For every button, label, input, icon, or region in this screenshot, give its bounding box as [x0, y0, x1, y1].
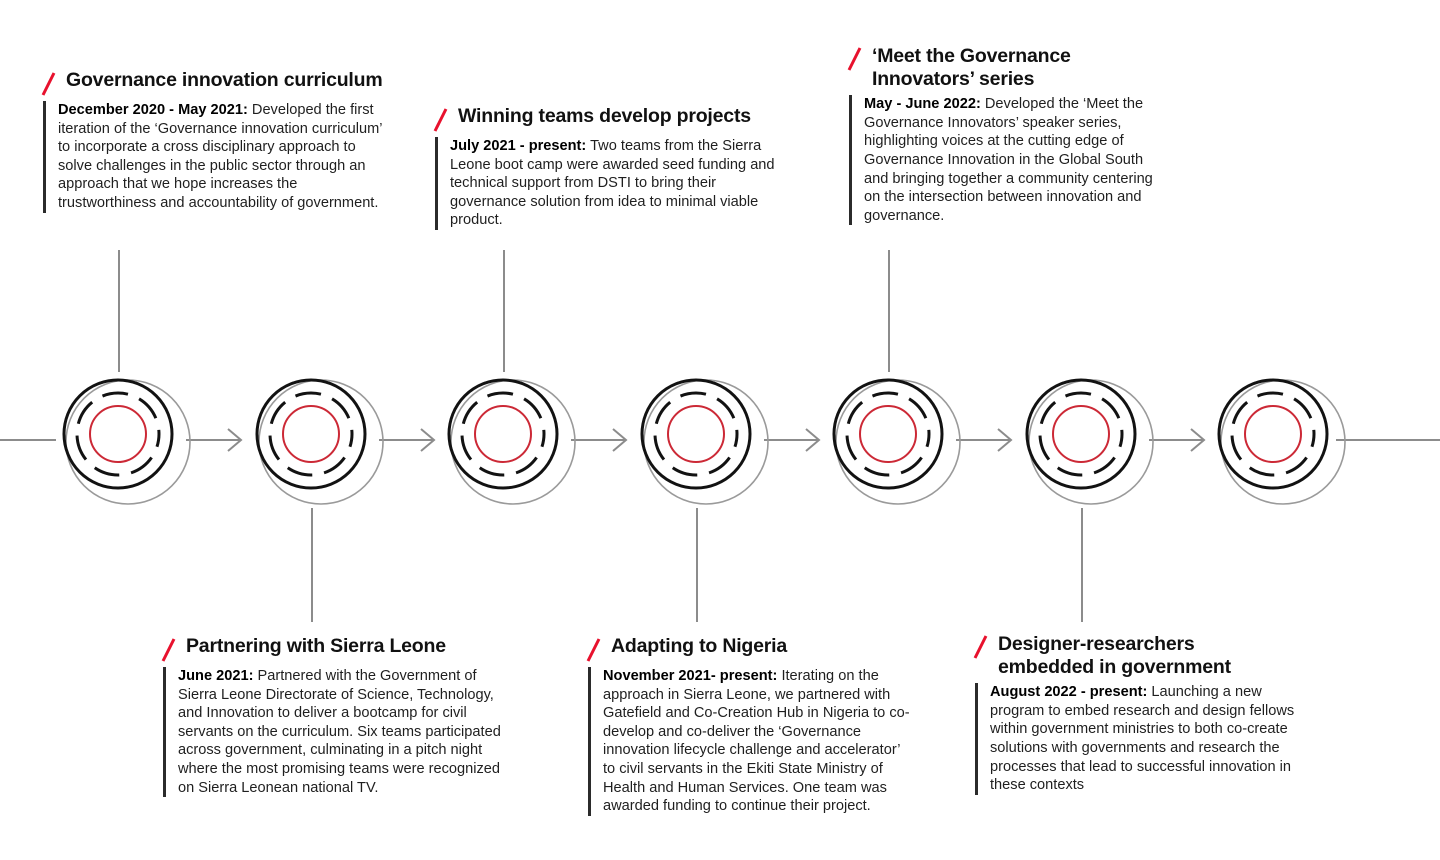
card-header: Adapting to Nigeria [585, 635, 915, 663]
timeline-card-winning-teams: Winning teams develop projects July 2021… [432, 105, 777, 230]
node-outer-gray-ring [835, 379, 961, 505]
card-header: Designer-researchers embedded in governm… [972, 633, 1307, 678]
arrow-right-icon-3 [612, 428, 628, 452]
card-lead: July 2021 - present: [450, 138, 587, 154]
node-solid-black-ring [62, 378, 174, 490]
card-lead: November 2021- present: [603, 668, 778, 684]
card-body: August 2022 - present: Launching a new p… [990, 683, 1307, 795]
node-solid-black-ring [640, 378, 752, 490]
red-slash-icon [160, 637, 178, 663]
arrow-right-icon-6 [1190, 428, 1206, 452]
node-dashed-black-ring [1230, 391, 1316, 477]
card-lead: December 2020 - May 2021: [58, 102, 248, 118]
arrow-right-icon-4 [805, 428, 821, 452]
card-header: Governance innovation curriculum [40, 69, 390, 97]
card-body: July 2021 - present: Two teams from the … [450, 137, 777, 230]
card-body: December 2020 - May 2021: Developed the … [58, 101, 390, 213]
timeline-node-3 [447, 378, 576, 505]
node-solid-black-ring [1217, 378, 1329, 490]
vertical-rule [43, 101, 46, 213]
arrow-right-icon-2 [420, 428, 436, 452]
node-dashed-black-ring [845, 391, 931, 477]
node-inner-red-ring [282, 405, 340, 463]
timeline-node-1 [62, 378, 191, 505]
card-body: November 2021- present: Iterating on the… [603, 667, 915, 816]
node-dashed-black-ring [653, 391, 739, 477]
timeline-card-meet-innovators: ‘Meet the Governance Innovators’ series … [846, 45, 1166, 226]
node-solid-black-ring [1025, 378, 1137, 490]
card-title: Partnering with Sierra Leone [186, 635, 446, 657]
timeline-card-curriculum: Governance innovation curriculum Decembe… [40, 69, 390, 213]
arrow-right-icon-1 [227, 428, 243, 452]
timeline-node-4 [640, 378, 769, 505]
node-inner-red-ring [89, 405, 147, 463]
card-header: Winning teams develop projects [432, 105, 777, 133]
card-body-wrap: November 2021- present: Iterating on the… [585, 667, 915, 816]
card-header: Partnering with Sierra Leone [160, 635, 512, 663]
card-body-wrap: May - June 2022: Developed the ‘Meet the… [846, 95, 1166, 226]
node-outer-gray-ring [258, 379, 384, 505]
card-body-wrap: August 2022 - present: Launching a new p… [972, 683, 1307, 795]
red-slash-icon [432, 107, 450, 133]
vertical-rule [588, 667, 591, 816]
node-dashed-black-ring [268, 391, 354, 477]
card-text: Two teams from the Sierra Leone boot cam… [450, 138, 775, 229]
timeline-node-5 [832, 378, 961, 505]
card-body-wrap: June 2021: Partnered with the Government… [160, 667, 512, 798]
card-body-wrap: July 2021 - present: Two teams from the … [432, 137, 777, 230]
node-inner-red-ring [1052, 405, 1110, 463]
card-title: Governance innovation curriculum [66, 69, 383, 91]
node-dashed-black-ring [1038, 391, 1124, 477]
card-text: Partnered with the Government of Sierra … [178, 668, 501, 796]
card-title: Designer-researchers embedded in governm… [998, 633, 1231, 678]
red-slash-icon [972, 634, 990, 660]
node-solid-black-ring [255, 378, 367, 490]
timeline-node-2 [255, 378, 384, 505]
node-dashed-black-ring [460, 391, 546, 477]
card-header: ‘Meet the Governance Innovators’ series [846, 45, 1166, 90]
arrow-right-icon-5 [997, 428, 1013, 452]
timeline-card-designers: Designer-researchers embedded in governm… [972, 633, 1307, 795]
node-dashed-black-ring [75, 391, 161, 477]
card-title: Winning teams develop projects [458, 105, 751, 127]
red-slash-icon [40, 71, 58, 97]
card-body: June 2021: Partnered with the Government… [178, 667, 512, 797]
card-title: ‘Meet the Governance Innovators’ series [872, 45, 1071, 90]
red-slash-icon [585, 637, 603, 663]
node-inner-red-ring [474, 405, 532, 463]
vertical-rule [975, 683, 978, 795]
node-solid-black-ring [447, 378, 559, 490]
timeline-stems [118, 250, 1083, 622]
card-text: Launching a new program to embed researc… [990, 684, 1295, 794]
card-text: Developed the first iteration of the ‘Go… [58, 102, 382, 211]
node-outer-gray-ring [1028, 379, 1154, 505]
vertical-rule [163, 667, 166, 798]
card-text: Developed the ‘Meet the Governance Innov… [864, 96, 1153, 224]
card-body-wrap: December 2020 - May 2021: Developed the … [40, 101, 390, 213]
timeline-card-nigeria: Adapting to Nigeria November 2021- prese… [585, 635, 915, 816]
card-text: Iterating on the approach in Sierra Leon… [603, 668, 910, 815]
node-inner-red-ring [1244, 405, 1302, 463]
vertical-rule [435, 137, 438, 230]
card-lead: June 2021: [178, 668, 254, 684]
timeline-node-7 [1217, 378, 1346, 505]
node-solid-black-ring [832, 378, 944, 490]
node-outer-gray-ring [643, 379, 769, 505]
red-slash-icon [846, 46, 864, 72]
node-inner-red-ring [667, 405, 725, 463]
node-outer-gray-ring [450, 379, 576, 505]
card-lead: May - June 2022: [864, 96, 981, 113]
card-title: Adapting to Nigeria [611, 635, 788, 657]
card-body: May - June 2022: Developed the ‘Meet the… [864, 95, 1166, 225]
timeline-card-sierra-leone: Partnering with Sierra Leone June 2021: … [160, 635, 512, 798]
card-lead: August 2022 - present: [990, 684, 1148, 701]
timeline-connectors [0, 428, 1440, 452]
timeline-node-6 [1025, 378, 1154, 505]
node-inner-red-ring [859, 405, 917, 463]
node-outer-gray-ring [1220, 379, 1346, 505]
node-outer-gray-ring [65, 379, 191, 505]
vertical-rule [849, 95, 852, 226]
